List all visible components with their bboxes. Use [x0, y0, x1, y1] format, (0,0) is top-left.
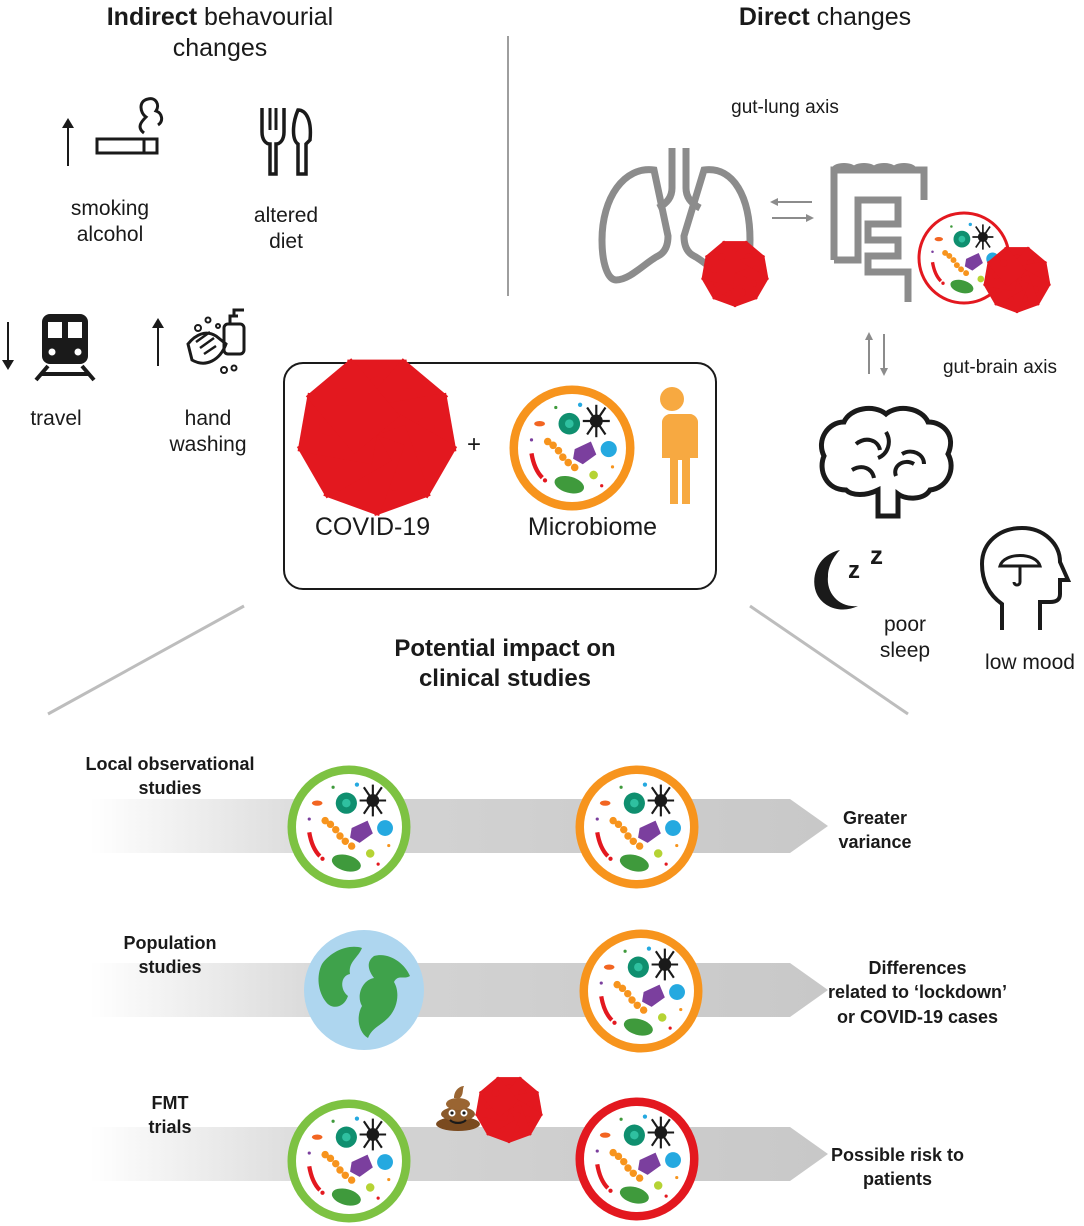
altered-label: altered — [253, 204, 319, 227]
head-umbrella-icon — [979, 525, 1072, 630]
low-mood-label: low mood — [985, 651, 1075, 674]
heading-bold: Indirect — [106, 3, 198, 31]
person-icon — [654, 387, 698, 504]
covid-label: COVID-19 — [314, 513, 431, 541]
heading-line2: changes — [172, 34, 268, 63]
plus-sign: + — [466, 431, 481, 458]
travel-label: travel — [30, 407, 82, 430]
gut-brain-axis-label: gut-brain axis — [942, 357, 1058, 378]
microbiome-icon — [574, 1096, 700, 1222]
impact-title-line2: clinical studies — [418, 665, 592, 692]
smoking-alcohol-label: smoking alcohol — [40, 196, 180, 249]
cigarette-icon — [95, 97, 164, 155]
altered-diet-label: altered diet — [216, 203, 356, 256]
moon-sleep-icon: z z — [814, 540, 883, 610]
intestine-icon — [830, 163, 928, 302]
heading-bold: Direct — [738, 3, 810, 31]
virus-icon — [484, 1084, 534, 1134]
row-result-line3: or COVID-19 cases — [836, 1006, 999, 1027]
svg-text:z: z — [848, 557, 860, 584]
alcohol-label: alcohol — [76, 223, 144, 247]
direct-changes-heading: Direct changes — [700, 2, 950, 33]
row-label-line2: studies — [138, 778, 202, 799]
svg-text:z: z — [870, 540, 883, 570]
microbiome-icon — [286, 1098, 412, 1224]
row-result: Greater variance — [800, 806, 950, 855]
fan-line-left — [47, 604, 245, 716]
heading-rest: behavourial — [197, 3, 334, 31]
poor-label: poor — [883, 613, 927, 636]
progress-arrow — [90, 799, 828, 853]
row-label-line1: Population — [123, 933, 217, 953]
row-result-line2: related to ‘lockdown’ — [827, 982, 1008, 1003]
decrease-arrow-icon — [2, 322, 14, 370]
hand-washing-label: hand washing — [140, 406, 276, 459]
row-result-line2: patients — [862, 1169, 932, 1190]
train-icon — [34, 314, 96, 382]
indirect-changes-heading: Indirect behavourial changes — [60, 2, 380, 65]
row-label-line2: studies — [138, 957, 202, 978]
row-label: Local observational studies — [70, 752, 270, 801]
fan-line-right — [749, 604, 909, 716]
row-result-line1: Possible risk to — [830, 1145, 965, 1165]
poor-sleep-label: poor sleep — [860, 612, 950, 665]
row-label-line2: trials — [148, 1117, 192, 1138]
hand-label: hand — [184, 407, 232, 430]
row-result-line2: variance — [838, 832, 912, 853]
row-label: Population studies — [80, 931, 260, 980]
smoking-label: smoking — [70, 197, 150, 220]
impact-title-line1: Potential impact on — [394, 635, 616, 662]
heading-rest: changes — [809, 3, 912, 31]
increase-arrow-icon — [62, 118, 74, 166]
row-label-line1: FMT — [151, 1093, 189, 1113]
row-result: Differences related to ‘lockdown’ or COV… — [800, 956, 1035, 1029]
washing-label: washing — [169, 433, 247, 457]
row-label: FMT trials — [120, 1091, 220, 1140]
globe-icon — [304, 930, 424, 1050]
microbiome-icon — [574, 764, 700, 890]
exchange-arrows-icon — [865, 332, 888, 376]
section-divider — [507, 36, 509, 296]
microbiome-label: Microbiome — [527, 513, 658, 541]
handwash-icon — [186, 308, 246, 374]
impact-title: Potential impact on clinical studies — [330, 634, 680, 694]
poop-icon — [436, 1086, 480, 1131]
brain-icon — [819, 405, 954, 519]
covid-microbiome-box — [283, 362, 717, 590]
exchange-arrows-icon — [770, 198, 814, 222]
increase-arrow-icon — [152, 318, 164, 366]
microbiome-icon — [578, 928, 704, 1054]
row-result-line1: Differences — [868, 958, 967, 978]
row-label-line1: Local observational — [85, 754, 255, 774]
row-result: Possible risk to patients — [810, 1143, 985, 1192]
cutlery-icon — [260, 108, 313, 176]
row-result-line1: Greater — [842, 808, 908, 828]
sleep-label: sleep — [879, 639, 931, 663]
microbiome-icon — [508, 384, 636, 512]
gut-lung-axis-label: gut-lung axis — [731, 97, 839, 118]
microbiome-icon — [286, 764, 412, 890]
diet-label: diet — [269, 230, 303, 254]
